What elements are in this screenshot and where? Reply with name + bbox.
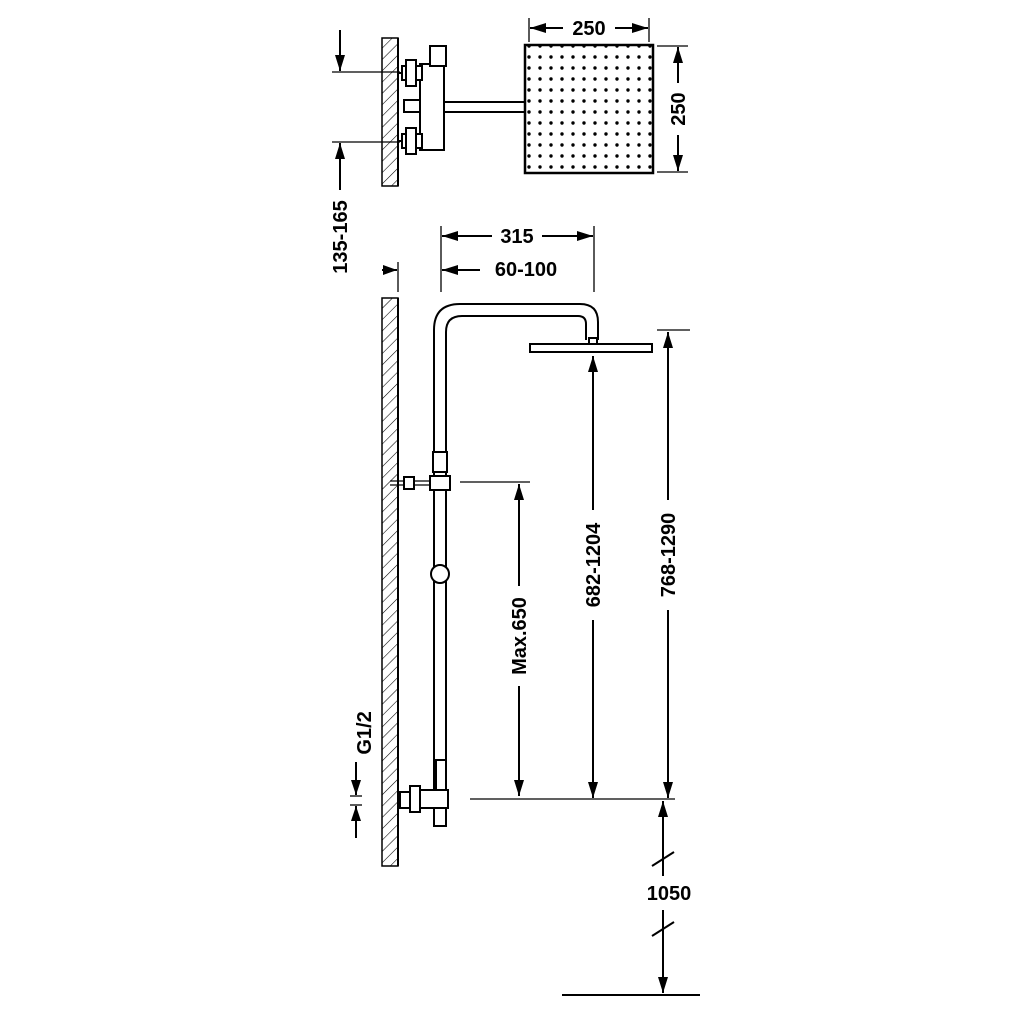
- dimension-slider-height: Max.650: [460, 481, 532, 796]
- wall-side-view: [381, 297, 399, 867]
- shower-head-side-view: [529, 337, 653, 353]
- dimension-inlet-height: 1050: [640, 801, 698, 993]
- label-inlet-height: 1050: [647, 883, 692, 905]
- hand-shower-slider: [430, 564, 450, 584]
- height-adjust-collar: [432, 451, 448, 473]
- label-valve-spacing: 135-165: [330, 200, 352, 273]
- label-head-height-short: 682-1204: [583, 522, 605, 607]
- dimension-arm-reach: 315: [440, 224, 595, 292]
- label-head-depth: 250: [668, 92, 690, 125]
- side-view: 315 60-100: [350, 224, 700, 996]
- label-arm-reach: 315: [500, 226, 533, 248]
- mixer-valve-side: [399, 785, 449, 827]
- wall-bracket: [390, 475, 451, 491]
- label-wall-offset: 60-100: [495, 259, 557, 281]
- dimension-head-height-tall: 768-1290: [655, 329, 690, 798]
- label-head-width: 250: [572, 18, 605, 40]
- wall-top-view: [381, 37, 399, 187]
- dimension-valve-spacing: 135-165: [330, 30, 400, 274]
- label-inlet-thread: G1/2: [354, 711, 376, 754]
- dimension-inlet-thread: G1/2: [350, 711, 376, 838]
- dimension-head-depth: 250: [657, 45, 692, 173]
- label-head-height-tall: 768-1290: [658, 513, 680, 598]
- dimension-head-height-short: 682-1204: [580, 356, 606, 798]
- dimension-wall-offset: 60-100: [382, 259, 557, 292]
- shower-column-riser: [433, 303, 599, 790]
- label-slider-height: Max.650: [509, 597, 531, 675]
- dimension-head-width: 250: [528, 16, 650, 42]
- shower-arm-top: [444, 101, 525, 113]
- thermostatic-valve-top: [398, 45, 447, 155]
- hand-shower-holder: [435, 759, 447, 791]
- top-view: 250 250 135-165: [330, 16, 692, 274]
- shower-head-top-view: [523, 43, 655, 175]
